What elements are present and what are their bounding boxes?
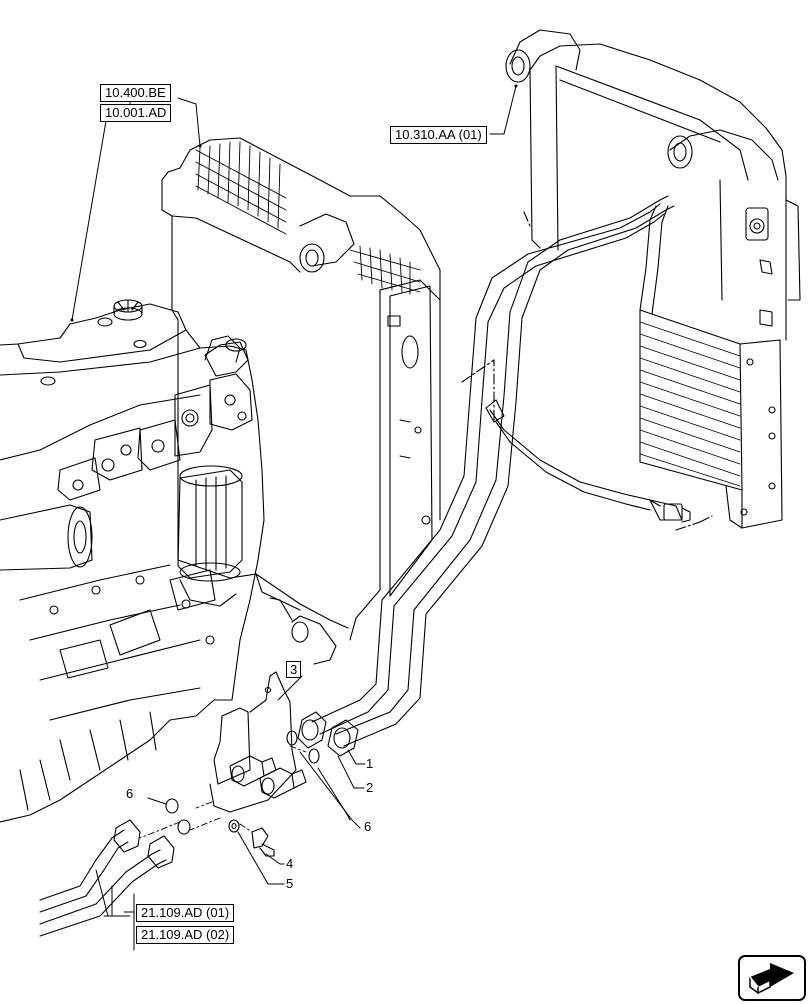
callout-3: 3 bbox=[286, 661, 302, 678]
oil-cooler-pipes bbox=[297, 195, 691, 757]
next-page-arrow-icon[interactable] bbox=[738, 955, 806, 1001]
arrow-glyph bbox=[749, 963, 794, 995]
ref-10-400-be[interactable]: 10.400.BE bbox=[100, 84, 171, 102]
ref-10-001-ad[interactable]: 10.001.AD bbox=[100, 104, 172, 122]
callout-6-right: 6 bbox=[364, 819, 372, 834]
callout-6-left: 6 bbox=[126, 786, 134, 801]
engine-block bbox=[0, 299, 265, 823]
radiator-assembly bbox=[161, 137, 441, 665]
callout-5: 5 bbox=[286, 876, 294, 891]
ref-21-109-ad-02[interactable]: 21.109.AD (02) bbox=[136, 926, 235, 944]
callout-markers bbox=[70, 84, 518, 322]
callout-2: 2 bbox=[366, 780, 374, 795]
ref-10-310-aa-01[interactable]: 10.310.AA (01) bbox=[390, 126, 487, 144]
callout-1: 1 bbox=[366, 756, 374, 771]
leader-lines bbox=[71, 85, 517, 951]
ref-21-109-ad-01[interactable]: 21.109.AD (01) bbox=[136, 904, 235, 922]
bracket-and-fittings bbox=[139, 671, 320, 857]
callout-4: 4 bbox=[286, 856, 294, 871]
return-pipes bbox=[39, 819, 175, 937]
oil-cooler-radiator bbox=[461, 29, 801, 531]
